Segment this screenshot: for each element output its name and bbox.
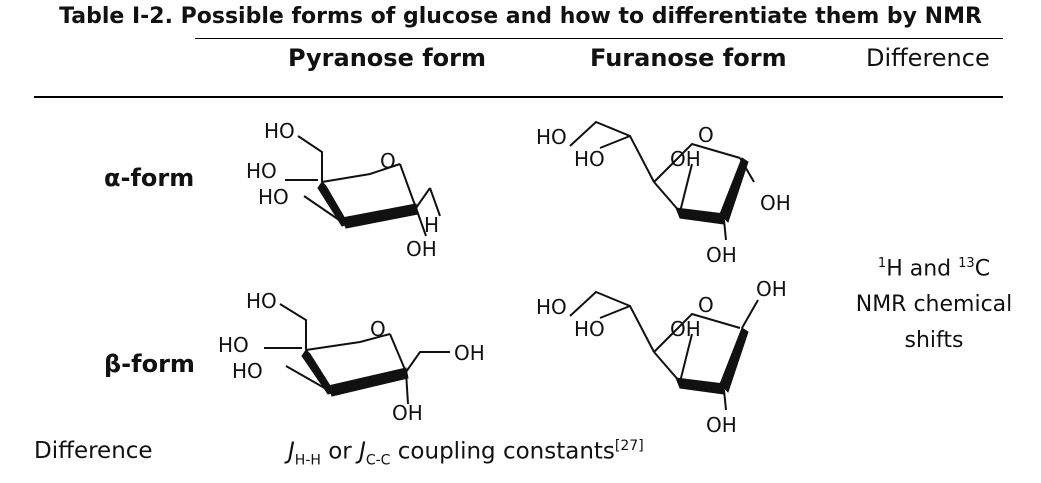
ring-bond-c4-c3 (653, 351, 681, 383)
label-ring-oxygen: O (370, 317, 386, 341)
h-and-text: H and (886, 256, 952, 282)
ring-bond-c1-oh (389, 333, 450, 375)
label-ho-c6: HO (536, 125, 567, 149)
ring-bond-c4-c3 (653, 181, 681, 213)
wedge-c2-c1 (719, 327, 749, 393)
label-ring-oxygen: O (698, 123, 714, 147)
label-ring-oxygen: O (380, 149, 396, 173)
wedge-c2-c1 (719, 157, 749, 223)
chain-bond-c6-c5-c4 (569, 290, 655, 353)
bond-c5-oh (599, 135, 631, 149)
row-header-difference: Difference (34, 438, 153, 464)
ring-bond-c1-c2 (399, 163, 431, 211)
beta-furanose-structure: HO HO O OH OH OH (536, 277, 787, 437)
ring-bond-c4-o-c1 (653, 312, 741, 353)
ring-bond-c5-c6 (297, 135, 323, 182)
label-ho-c5: HO (574, 317, 605, 341)
label-oh-c1: OH (756, 277, 787, 301)
label-ho-c6: HO (536, 295, 567, 319)
label-oh-c2: OH (406, 237, 437, 261)
c-text: C (974, 256, 991, 282)
j1-subscript: H-H (294, 452, 321, 469)
anomer-difference-line2: NMR chemical (855, 292, 1013, 318)
j1-symbol: J (288, 438, 295, 465)
label-oh-c3: OH (670, 147, 701, 171)
row-header-alpha: α-form (104, 164, 195, 192)
bond-c3-oh (679, 163, 693, 213)
chain-bond-c6-c5-c4 (569, 120, 655, 183)
bond-c1-oh (739, 157, 755, 183)
bond-c4-oh (285, 365, 329, 391)
anomer-difference-line3: shifts (904, 328, 964, 354)
bond-c1-oh (741, 299, 759, 329)
label-oh-c2: OH (706, 243, 737, 267)
caption-rule (195, 38, 1003, 39)
h-isotope-sup: 1 (877, 256, 887, 271)
alpha-furanose-structure: HO HO O OH OH OH (536, 120, 791, 267)
label-h-c1: H (424, 213, 439, 237)
wedge-c3-c2 (675, 207, 725, 225)
bond-c2-oh (723, 219, 727, 241)
label-ho-c4: HO (218, 333, 249, 357)
label-ho-c5: HO (574, 147, 605, 171)
label-oh-c2: OH (392, 401, 423, 425)
wedge-c3-c2 (675, 377, 725, 395)
ring-difference-cell: JH-H or JC-C coupling constants[27] (288, 438, 644, 468)
label-ho-c3: HO (258, 185, 289, 209)
label-ho-c3: HO (232, 359, 263, 383)
coupling-text: coupling constants (390, 438, 615, 465)
label-oh-c2: OH (706, 413, 737, 437)
table-caption: Table I-2. Possible forms of glucose and… (59, 4, 982, 29)
bond-c1-oh (429, 187, 441, 217)
or-text: or (320, 438, 360, 465)
c-isotope-sup: 13 (958, 256, 975, 271)
j2-symbol: J (359, 438, 366, 465)
alpha-pyranose-structure: HO HO HO O OH H (246, 119, 441, 261)
anomer-difference-line1: 1H and 13C (844, 246, 1024, 287)
ring-bond-c5-o-c1 (321, 163, 401, 183)
bond-c2-oh (723, 389, 727, 411)
label-ho-c4: HO (246, 159, 277, 183)
column-header-furanose: Furanose form (590, 44, 787, 72)
label-oh-c3: OH (670, 317, 701, 341)
row-header-beta: β-form (104, 350, 195, 378)
label-ho-c6: HO (264, 119, 295, 143)
bond-c5-oh (599, 305, 631, 319)
wedge-c4-c2 (341, 203, 419, 229)
column-header-difference: Difference (866, 44, 990, 72)
bond-c2-oh (415, 207, 427, 237)
label-oh-c1: OH (454, 341, 485, 365)
reference-sup: [27] (614, 438, 644, 454)
anomer-difference-cell: 1H and 13C NMR chemical shifts (844, 246, 1024, 359)
ring-bond-c4-o-c1 (653, 142, 741, 183)
bond-c2-oh (405, 371, 409, 405)
bond-c3-oh (679, 333, 693, 383)
wedge-c4-c2 (327, 367, 409, 397)
label-ring-oxygen: O (698, 293, 714, 317)
label-ho-c6: HO (246, 289, 277, 313)
j2-subscript: C-C (365, 452, 391, 469)
header-rule (34, 96, 1003, 98)
ring-bond-c5-o-c1 (305, 333, 391, 351)
label-oh-c1: OH (760, 191, 791, 215)
bond-c4-oh (303, 195, 343, 223)
ring-bond-c5-c6 (279, 303, 307, 350)
beta-pyranose-structure: HO HO HO O OH OH (218, 289, 485, 425)
column-header-pyranose: Pyranose form (288, 44, 486, 72)
